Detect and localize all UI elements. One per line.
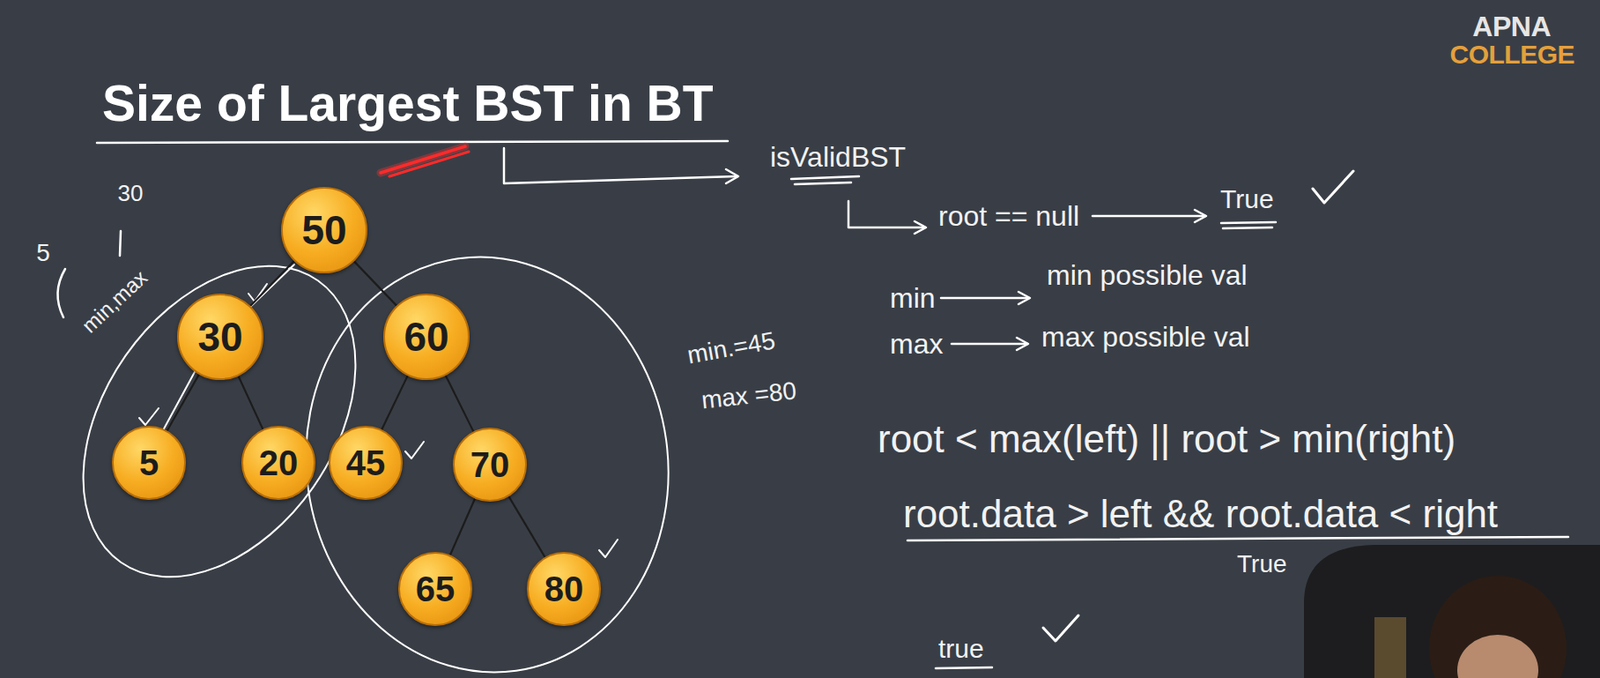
handwritten-note: 5 (36, 238, 51, 267)
emphasis-underline (1222, 227, 1273, 229)
tree-edge (445, 375, 475, 431)
emphasis-underline (791, 176, 860, 179)
arrow-head (1194, 209, 1207, 223)
implies-arrow (951, 342, 1028, 346)
tree-node: 20 (241, 425, 316, 500)
handwritten-note: root == null (938, 200, 1080, 233)
logo-text: COLLEGE (1449, 39, 1575, 71)
pointer-arrow (503, 148, 737, 184)
node-value: 5 (139, 443, 159, 482)
slide-title: Size of Largest BST in BT (102, 74, 714, 134)
logo-text: APNA (1472, 10, 1551, 44)
node-value: 20 (259, 443, 299, 482)
node-value: 50 (301, 207, 347, 253)
handwritten-note: min (889, 281, 936, 315)
title-underline (96, 140, 728, 143)
rule-underline (907, 536, 1569, 541)
arrow-head (725, 169, 739, 184)
background-shelf (1374, 616, 1407, 678)
handwritten-note: max =80 (700, 376, 799, 415)
handwritten-note: min.=45 (685, 325, 778, 370)
check-mark (599, 539, 618, 557)
handwritten-note: max possible val (1041, 320, 1251, 354)
node-value: 65 (415, 569, 456, 608)
handwritten-note: max (889, 327, 943, 361)
subtree-outline (279, 233, 696, 678)
tree-edge (508, 496, 545, 557)
condition-note: root < max(left) || root > min(right) (877, 416, 1456, 462)
webcam-inset (1303, 544, 1600, 678)
hand-stroke (119, 230, 121, 256)
handwritten-note: 30 (118, 180, 144, 208)
implies-arrow (1092, 214, 1206, 218)
emphasis-underline (1221, 222, 1276, 223)
handwritten-note: min possible val (1046, 259, 1248, 292)
node-value: 80 (544, 569, 585, 608)
node-value: 45 (346, 443, 386, 482)
person-hair (1429, 575, 1567, 678)
tree-node: 30 (177, 293, 264, 380)
tree-edge (167, 374, 200, 431)
emphasis-underline (794, 182, 852, 185)
node-value: 60 (403, 314, 449, 360)
implies-arrow (940, 296, 1030, 300)
check-mark (139, 407, 159, 425)
highlight-glow (380, 146, 466, 173)
condition-note: root.data > left && root.data < right (903, 491, 1498, 537)
handwritten-note: True (1237, 549, 1288, 578)
tree-node: 65 (398, 551, 473, 626)
emphasis-underline (935, 666, 993, 668)
tree-edge (381, 375, 408, 430)
arrow-head (914, 221, 926, 234)
tree-node: 80 (526, 551, 601, 626)
check-mark (1043, 614, 1079, 641)
handwritten-note: isValidBST (770, 140, 906, 174)
highlight-stroke (389, 151, 469, 177)
node-value: 70 (470, 444, 511, 484)
hand-stroke (162, 370, 196, 432)
handwritten-note: true (938, 633, 985, 665)
person-face (1457, 634, 1539, 678)
handwritten-note: True (1220, 184, 1275, 215)
highlight-stroke (380, 146, 466, 173)
tree-edge (450, 497, 475, 555)
handwritten-note: min,max (76, 265, 152, 338)
tree-node: 5 (111, 425, 186, 500)
node-value: 30 (197, 314, 243, 360)
tree-node: 45 (328, 425, 403, 500)
tree-edge (238, 375, 264, 429)
tree-node: 60 (383, 293, 470, 380)
tree-edge (354, 260, 397, 305)
tree-node: 50 (281, 186, 368, 274)
pointer-arrow (848, 200, 926, 228)
arrow-head (1016, 337, 1029, 350)
tree-edge (250, 260, 295, 306)
check-mark (1312, 170, 1354, 203)
tree-node: 70 (452, 427, 527, 502)
hand-bracket (57, 268, 66, 318)
arrow-head (1018, 291, 1030, 304)
subtree-outline (27, 214, 413, 629)
check-mark (405, 441, 424, 459)
